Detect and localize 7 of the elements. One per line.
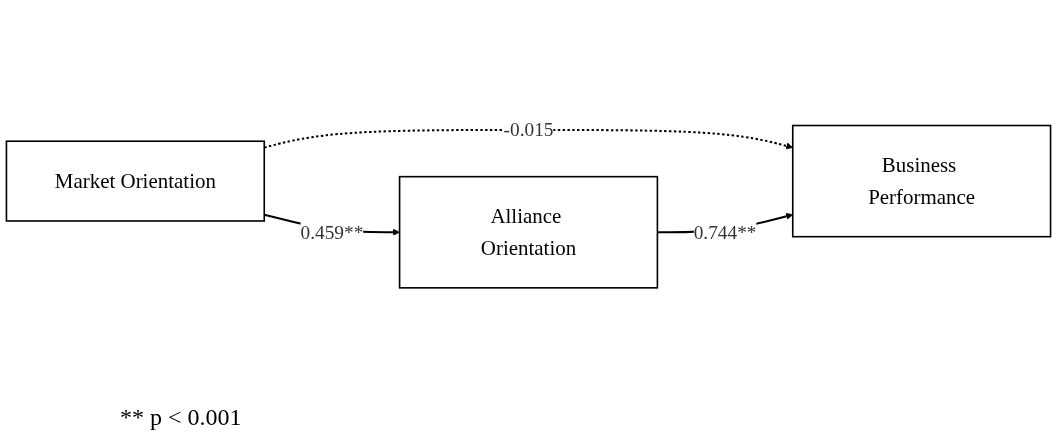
edge-label: 0.459**	[300, 222, 364, 244]
node-box: Market Orientation	[5, 140, 266, 223]
edge-label: 0.744**	[693, 222, 757, 244]
node-box: Business Performance	[791, 125, 1052, 238]
node-box: Alliance Orientation	[398, 176, 659, 289]
edge-label: -0.015	[503, 119, 554, 141]
footnote: ** p < 0.001	[120, 404, 242, 431]
